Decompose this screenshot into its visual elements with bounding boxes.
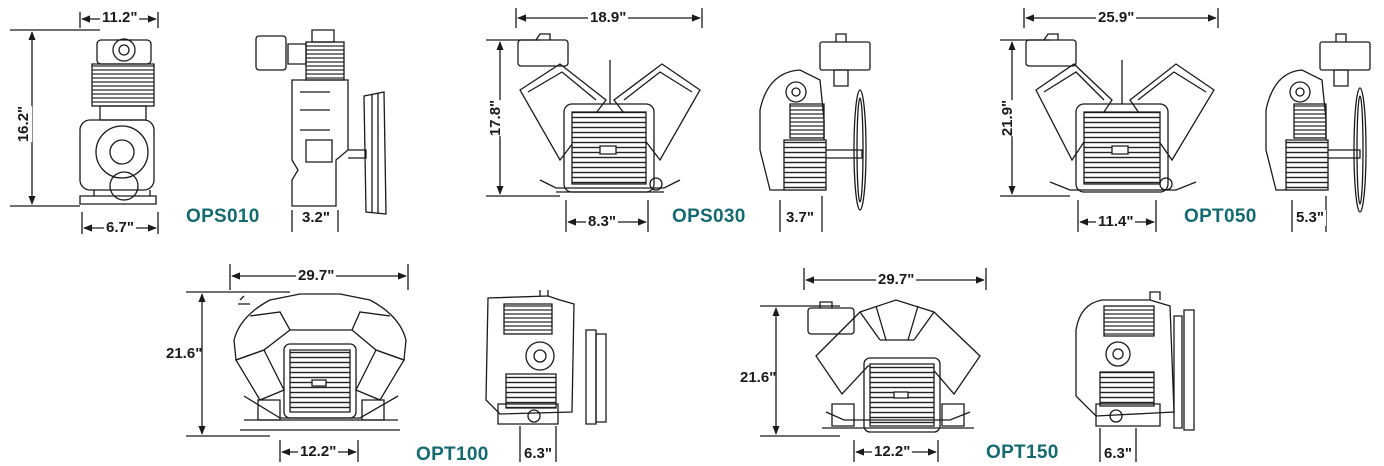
opt050-height-label: 21.9": [999, 99, 1017, 137]
opt150-height-label: 21.6": [740, 369, 777, 386]
model-label-ops030: OPS030: [672, 206, 746, 227]
opt150-base-label: 12.2": [872, 443, 913, 460]
ops010-height-label: 16.2": [15, 105, 33, 143]
opt050-front-view: [1000, 8, 1218, 232]
opt150-side-label: 6.3": [1102, 445, 1134, 462]
ops010-side-label: 3.2": [300, 209, 332, 226]
opt150-side-view: [1076, 292, 1194, 462]
opt100-height-label: 21.6": [166, 345, 203, 362]
opt150-width-label: 29.7": [876, 271, 917, 288]
model-label-opt100: OPT100: [416, 444, 489, 465]
ops010-front-view: [10, 12, 158, 234]
ops010-width-label: 11.2": [100, 9, 140, 26]
opt050-side-label: 5.3": [1294, 209, 1326, 226]
model-label-ops010: OPS010: [186, 206, 260, 227]
ops030-side-label: 3.7": [784, 209, 816, 226]
model-label-opt150: OPT150: [986, 442, 1059, 463]
ops030-width-label: 18.9": [588, 9, 629, 26]
opt050-width-label: 25.9": [1096, 9, 1137, 26]
opt150-front-view: [760, 268, 986, 462]
opt100-width-label: 29.7": [296, 267, 337, 284]
ops010-side-view: [256, 30, 386, 232]
opt050-base-label: 11.4": [1096, 213, 1136, 230]
ops030-side-view: [760, 34, 870, 232]
model-label-opt050: OPT050: [1184, 206, 1257, 227]
ops030-height-label: 17.8": [487, 99, 505, 137]
opt050-side-view: [1266, 34, 1370, 232]
ops030-base-label: 8.3": [586, 213, 618, 230]
opt100-side-label: 6.3": [522, 445, 554, 462]
opt100-side-view: [486, 290, 606, 462]
opt100-base-label: 12.2": [298, 443, 339, 460]
ops010-base-label: 6.7": [104, 219, 136, 236]
ops030-front-view: [486, 8, 702, 232]
opt100-front-view: [186, 264, 408, 462]
